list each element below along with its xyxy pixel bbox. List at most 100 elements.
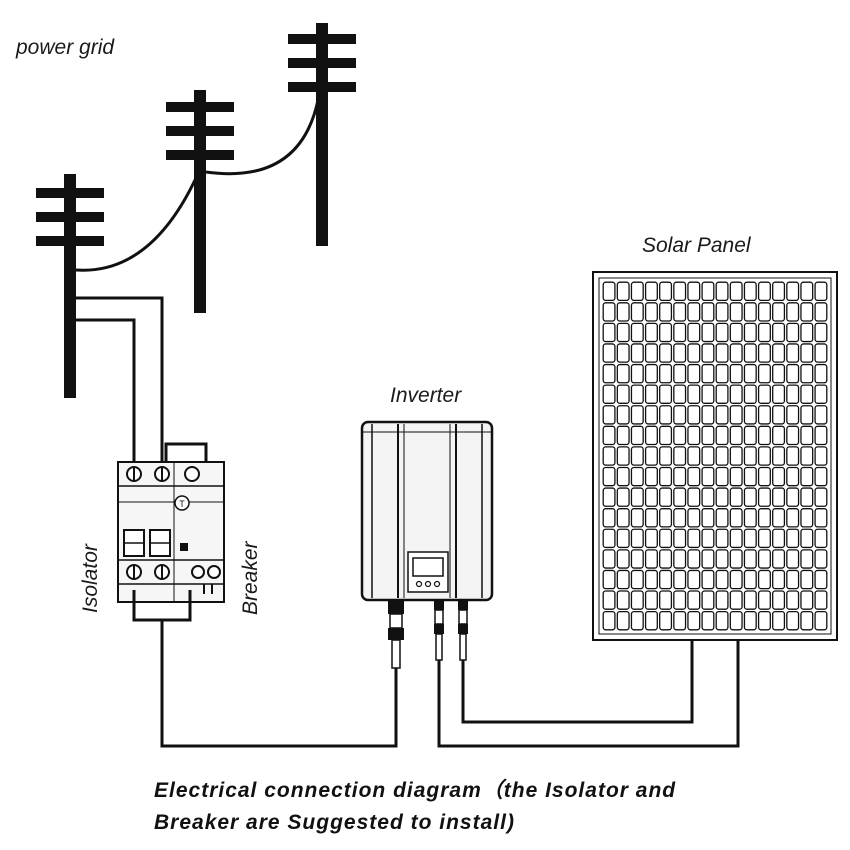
solar-cell xyxy=(687,281,701,302)
solar-cell xyxy=(602,466,616,487)
solar-cell xyxy=(715,281,729,302)
solar-cell xyxy=(659,425,673,446)
dc-wire-positive xyxy=(461,640,694,724)
solar-cell xyxy=(715,549,729,569)
solar-cell xyxy=(800,363,814,384)
solar-cell xyxy=(772,549,786,569)
solar-cell xyxy=(729,528,743,549)
solar-cell xyxy=(616,302,630,322)
solar-cell xyxy=(701,528,715,549)
solar-cell xyxy=(673,549,687,569)
solar-cell xyxy=(800,549,814,569)
solar-cell xyxy=(659,549,673,569)
solar-cell xyxy=(616,446,630,466)
solar-cell xyxy=(644,590,658,610)
solar-cell xyxy=(602,590,616,610)
solar-cell xyxy=(715,487,729,507)
solar-cell xyxy=(772,405,786,425)
solar-cell xyxy=(715,466,729,487)
solar-cell xyxy=(602,528,616,549)
utility-pole-left xyxy=(36,174,104,398)
solar-cell xyxy=(673,343,687,363)
solar-cell xyxy=(630,281,644,302)
solar-cell xyxy=(757,363,771,384)
solar-cell xyxy=(800,466,814,487)
solar-cell xyxy=(772,528,786,549)
solar-cell xyxy=(814,466,828,487)
solar-cell xyxy=(757,405,771,425)
solar-cell xyxy=(602,405,616,425)
solar-cell xyxy=(644,322,658,343)
solar-cell xyxy=(786,363,800,384)
solar-cell xyxy=(701,446,715,466)
solar-cell xyxy=(715,363,729,384)
solar-cell xyxy=(772,322,786,343)
solar-cell xyxy=(630,405,644,425)
solar-cell xyxy=(814,302,828,322)
solar-cell xyxy=(786,549,800,569)
solar-cell xyxy=(701,405,715,425)
solar-cell xyxy=(659,343,673,363)
dc-connector-positive xyxy=(458,600,468,661)
solar-cell xyxy=(743,405,757,425)
solar-cell xyxy=(757,446,771,466)
breaker-label: Breaker xyxy=(239,540,262,615)
solar-cell xyxy=(616,487,630,507)
solar-cell xyxy=(814,425,828,446)
solar-cell xyxy=(743,528,757,549)
solar-cell xyxy=(673,446,687,466)
solar-cell xyxy=(800,487,814,507)
solar-cell xyxy=(814,549,828,569)
solar-cell xyxy=(687,569,701,590)
solar-cell xyxy=(659,466,673,487)
solar-cell xyxy=(673,466,687,487)
solar-cell xyxy=(644,528,658,549)
inverter-label: Inverter xyxy=(390,384,462,407)
solar-cell xyxy=(772,343,786,363)
solar-cell xyxy=(616,508,630,528)
solar-cell xyxy=(644,363,658,384)
solar-cell xyxy=(786,528,800,549)
solar-cell xyxy=(786,610,800,631)
terminal-screw xyxy=(184,466,200,482)
solar-cell xyxy=(814,487,828,507)
solar-cell xyxy=(644,343,658,363)
solar-cell xyxy=(757,590,771,610)
solar-cell xyxy=(772,384,786,404)
solar-cell xyxy=(659,446,673,466)
solar-cell xyxy=(602,487,616,507)
solar-cell xyxy=(602,610,616,631)
solar-cell xyxy=(757,322,771,343)
solar-cell xyxy=(743,549,757,569)
dc-wire-negative xyxy=(437,640,740,748)
solar-cell xyxy=(687,384,701,404)
solar-cell xyxy=(644,610,658,631)
solar-cell xyxy=(687,528,701,549)
solar-cell xyxy=(673,322,687,343)
solar-cell xyxy=(729,466,743,487)
solar-cell xyxy=(687,322,701,343)
solar-cell xyxy=(715,384,729,404)
solar-cell xyxy=(772,590,786,610)
solar-cell xyxy=(616,322,630,343)
solar-cell xyxy=(786,322,800,343)
solar-cell xyxy=(644,425,658,446)
solar-cell xyxy=(743,590,757,610)
solar-cell xyxy=(630,363,644,384)
solar-cell xyxy=(673,384,687,404)
solar-cell xyxy=(786,302,800,322)
solar-cell xyxy=(743,322,757,343)
solar-cell xyxy=(715,446,729,466)
solar-cell xyxy=(800,302,814,322)
solar-cell xyxy=(786,405,800,425)
solar-cell xyxy=(630,487,644,507)
solar-cell xyxy=(772,302,786,322)
svg-text:T: T xyxy=(179,499,185,509)
solar-cell xyxy=(687,610,701,631)
isolator-breaker: T xyxy=(117,442,225,603)
solar-cell xyxy=(814,281,828,302)
isolator-label: Isolator xyxy=(79,543,102,613)
solar-cell xyxy=(757,425,771,446)
solar-cell xyxy=(786,466,800,487)
solar-cell xyxy=(673,302,687,322)
